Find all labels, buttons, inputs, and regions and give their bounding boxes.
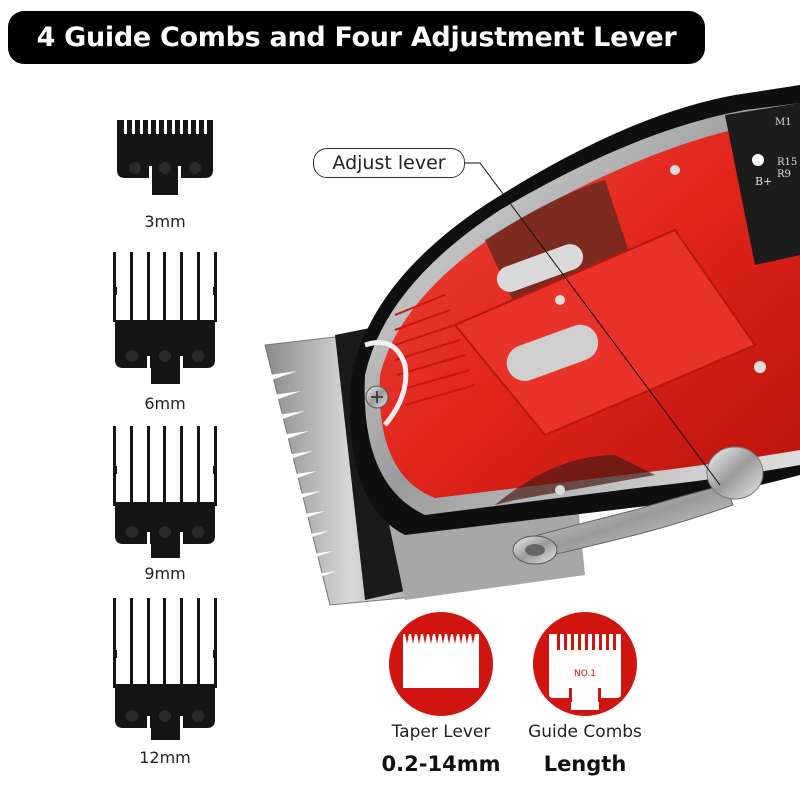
board-label-m1: M1 bbox=[775, 117, 792, 128]
comb-6mm-icon bbox=[113, 252, 217, 384]
comb-badge: NO.1 bbox=[574, 669, 596, 679]
page-title: 4 Guide Combs and Four Adjustment Lever bbox=[36, 22, 677, 53]
comb-size-label: 12mm bbox=[139, 748, 191, 767]
feature-taper-lever: Taper Lever 0.2-14mm bbox=[366, 612, 516, 776]
adjust-lever-icon bbox=[512, 446, 764, 565]
comb-size-label: 3mm bbox=[144, 212, 186, 231]
board-label-bplus: B+ bbox=[755, 175, 772, 188]
guide-comb-icon: NO.1 bbox=[533, 612, 637, 716]
adjust-lever-callout: Adjust lever bbox=[313, 148, 465, 178]
feature-value: 0.2-14mm bbox=[381, 752, 501, 776]
guide-comb-12mm: 12mm bbox=[100, 598, 230, 767]
comb-size-label: 6mm bbox=[144, 394, 186, 413]
title-banner: 4 Guide Combs and Four Adjustment Lever bbox=[8, 11, 705, 64]
board-label-r15: R15 bbox=[777, 157, 797, 168]
feature-guide-combs: NO.1 Guide Combs Length bbox=[510, 612, 660, 776]
taper-blade-icon bbox=[389, 612, 493, 716]
clipper-product-image: B+ M1 R15 R9 bbox=[255, 55, 800, 615]
feature-value: Length bbox=[543, 752, 627, 776]
guide-comb-3mm: 3mm bbox=[100, 120, 230, 231]
guide-comb-9mm: 9mm bbox=[100, 426, 230, 583]
comb-3mm-icon bbox=[117, 120, 213, 195]
board-label-r9: R9 bbox=[777, 169, 791, 180]
feature-label: Taper Lever bbox=[391, 722, 491, 742]
hair-clipper-illustration: B+ M1 R15 R9 bbox=[264, 85, 800, 606]
screw-icon bbox=[365, 165, 766, 495]
comb-9mm-icon bbox=[113, 426, 217, 558]
comb-size-label: 9mm bbox=[144, 564, 186, 583]
feature-label: Guide Combs bbox=[528, 722, 642, 742]
guide-comb-6mm: 6mm bbox=[100, 252, 230, 413]
comb-12mm-icon bbox=[113, 598, 217, 740]
